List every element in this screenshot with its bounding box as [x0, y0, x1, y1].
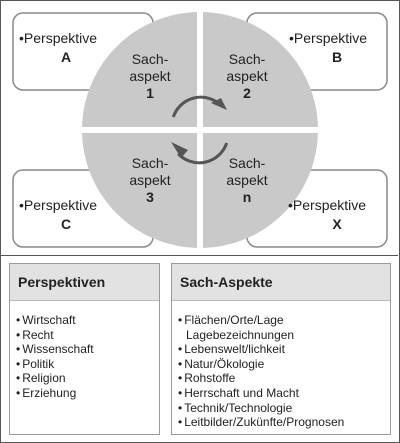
- perspektiven-list: Wirtschaft Recht Wissenschaft Politik Re…: [10, 301, 159, 401]
- quadrant-2-line2: aspekt: [226, 68, 268, 84]
- list-item: Wissenschaft: [16, 342, 159, 357]
- list-item: Lebenswelt/lichkeit: [178, 342, 390, 357]
- perspective-x-letter: X: [332, 216, 342, 232]
- perspective-diagram: [12, 12, 388, 248]
- perspective-c-letter: C: [60, 216, 72, 232]
- list-item: Rohstoffe: [178, 371, 390, 386]
- list-item: Erziehung: [16, 386, 159, 401]
- list-item-text: Flächen/Orte/Lage: [184, 313, 284, 327]
- cycle-arrowhead-top: [211, 98, 227, 110]
- quadrant-3-line2: aspekt: [129, 172, 171, 188]
- perspektiven-box: Perspektiven Wirtschaft Recht Wissenscha…: [9, 263, 160, 435]
- quadrant-n-line1: Sach-: [228, 155, 266, 171]
- perspective-x-name: •Perspektive: [288, 197, 367, 213]
- quadrant-3-line1: Sach-: [131, 155, 169, 171]
- list-item: Technik/Technologie: [178, 401, 390, 416]
- section-divider: [0, 255, 398, 256]
- list-item: Herrschaft und Macht: [178, 386, 390, 401]
- quadrant-2-line1: Sach-: [228, 51, 266, 67]
- list-item: Recht: [16, 328, 159, 343]
- sachaspekte-title: Sach-Aspekte: [172, 264, 390, 301]
- perspective-b-name: •Perspektive: [289, 30, 368, 46]
- quadrant-1-line2: aspekt: [129, 68, 171, 84]
- perspective-c-name: •Perspektive: [19, 197, 98, 213]
- quadrant-3-label: Sach- aspekt 3: [120, 155, 180, 206]
- perspektiven-title: Perspektiven: [10, 264, 159, 301]
- perspective-a-name: •Perspektive: [19, 30, 98, 46]
- quadrant-3-number: 3: [146, 189, 154, 205]
- list-item: Politik: [16, 357, 159, 372]
- quadrant-n-label: Sach- aspekt n: [217, 155, 277, 206]
- cycle-arrow-bottom: [177, 142, 229, 165]
- list-item: Wirtschaft: [16, 313, 159, 328]
- quadrant-1-label: Sach- aspekt 1: [120, 51, 180, 102]
- quadrant-n-number: n: [242, 189, 252, 205]
- quadrant-n: [203, 133, 318, 248]
- quadrant-1-line1: Sach-: [131, 51, 169, 67]
- perspective-b-letter: B: [331, 49, 343, 65]
- list-item: Natur/Ökologie: [178, 357, 390, 372]
- quadrant-2-number: 2: [243, 85, 251, 101]
- quadrant-n-line2: aspekt: [226, 172, 268, 188]
- list-item-continuation: Lagebezeichnungen: [186, 327, 295, 342]
- perspective-a-letter: A: [60, 49, 72, 65]
- list-item: Religion: [16, 371, 159, 386]
- quadrant-2: [203, 12, 318, 127]
- quadrant-3: [82, 133, 197, 248]
- quadrant-1: [82, 12, 197, 127]
- sachaspekte-box: Sach-Aspekte Flächen/Orte/LageLagebezeic…: [171, 263, 391, 435]
- quadrant-2-label: Sach- aspekt 2: [217, 51, 277, 102]
- list-item: Leitbilder/Zukünfte/Prognosen: [178, 415, 390, 430]
- cycle-arrowhead-bottom: [171, 142, 188, 158]
- quadrant-1-number: 1: [146, 85, 154, 101]
